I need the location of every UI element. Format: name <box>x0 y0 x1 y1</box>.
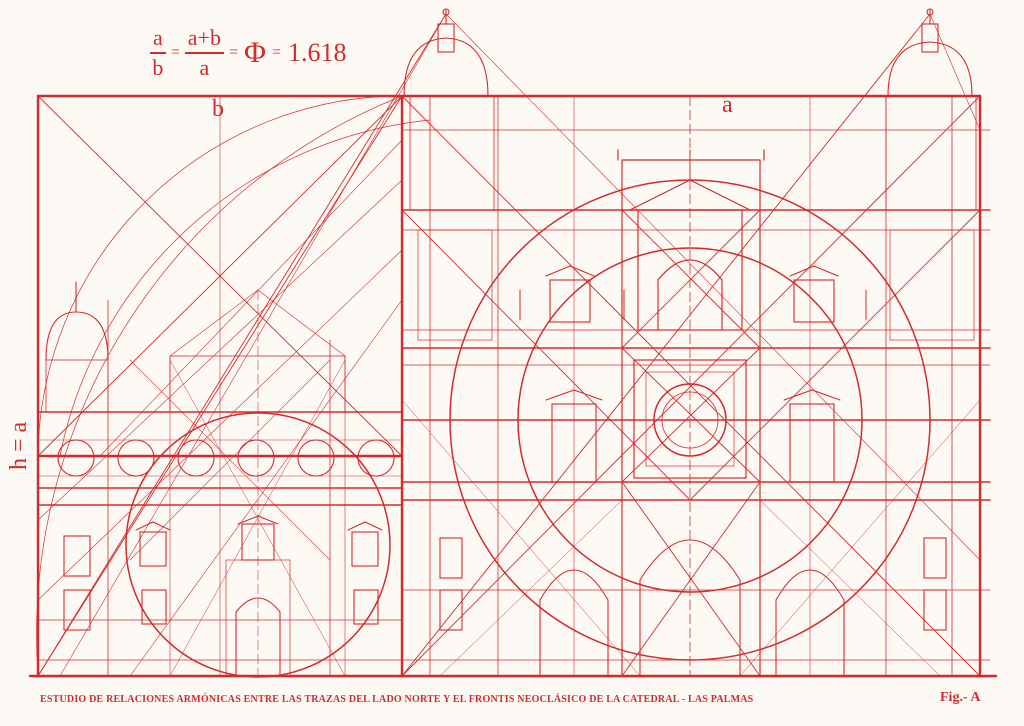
figure-number: Fig.- A <box>940 690 981 705</box>
golden-section-arcs <box>36 95 431 677</box>
facade-windows <box>417 229 975 677</box>
equals-sign: = <box>228 44 238 61</box>
fraction-numerator: a <box>150 27 166 54</box>
dimension-label-h: h = a <box>6 421 32 470</box>
equals-sign: = <box>271 44 281 61</box>
proportion-circles <box>125 179 931 678</box>
grid-horizontals <box>37 129 991 661</box>
dimension-label-b: b <box>212 96 224 122</box>
fraction-a-over-b: a b <box>150 27 166 79</box>
left-oculi-row <box>37 439 403 477</box>
dimension-label-a: a <box>722 92 733 118</box>
figure-caption: ESTUDIO DE RELACIONES ARMÓNICAS ENTRE LA… <box>40 694 754 705</box>
fraction-a-plus-b-over-a: a+b a <box>184 27 224 80</box>
central-pediment <box>617 149 765 479</box>
pinnacles <box>519 149 867 321</box>
towers-and-domes <box>45 8 977 413</box>
equals-sign: = <box>170 44 180 61</box>
phi-value: 1.618 <box>287 38 347 67</box>
left-facade-details <box>63 515 383 677</box>
golden-ratio-formula: a b = a+b a = Φ = 1.618 <box>150 18 346 88</box>
fraction-denominator: b <box>152 55 164 80</box>
construction-diagonals <box>37 13 981 677</box>
fraction-numerator: a+b <box>184 27 224 54</box>
phi-symbol: Φ <box>244 36 266 69</box>
fraction-denominator: a <box>199 55 210 80</box>
